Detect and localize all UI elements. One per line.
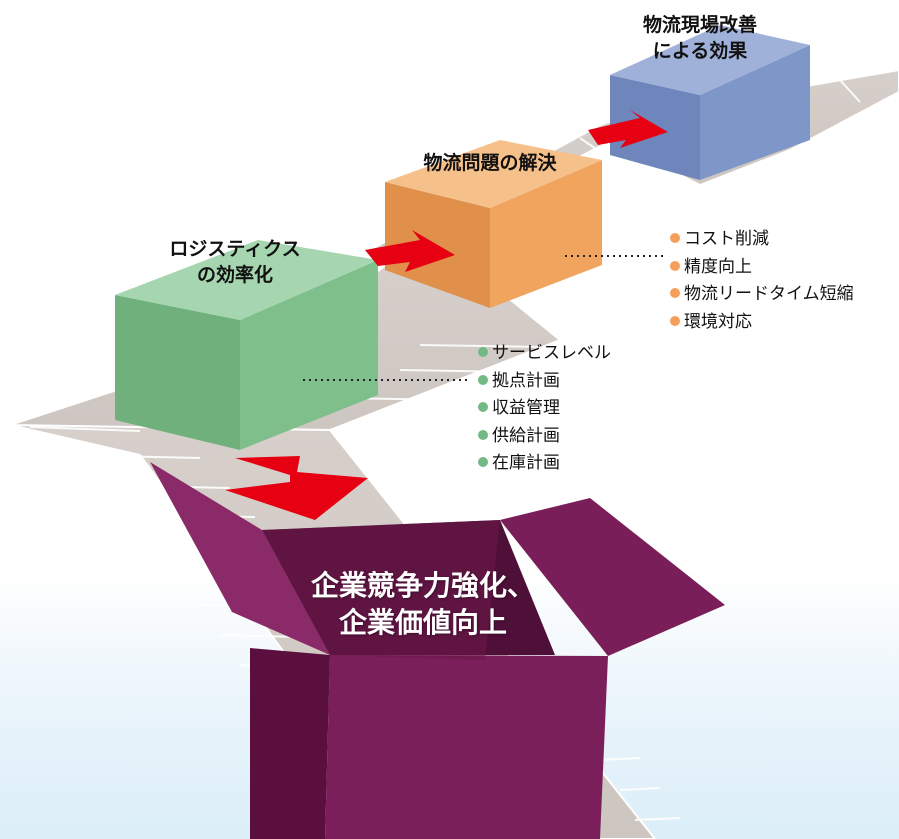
- arrow-to-stage2: [365, 230, 455, 272]
- green-bullet-icon: [478, 347, 488, 357]
- green-bullet-icon: [478, 429, 488, 440]
- purple-box: [150, 462, 725, 839]
- stage1-label-line2: による効果: [652, 40, 748, 62]
- stage1-label-line1: 物流現場改善: [642, 14, 757, 36]
- arrow-to-stage1: [588, 110, 668, 148]
- orange-bullet-icon: [670, 260, 680, 271]
- stage2-title: 物流問題の解決: [423, 152, 557, 174]
- result-line1: 企業競争力強化、: [310, 569, 535, 602]
- list-item: サービスレベル: [478, 340, 611, 368]
- stage2-label: 物流問題の解決: [395, 150, 585, 176]
- orange-benefit-list: コスト削減 精度向上 物流リードタイム短縮 環境対応: [670, 226, 854, 336]
- green-bullet-icon: [478, 402, 488, 412]
- orange-bullet-icon: [670, 315, 680, 326]
- stage3-label-line2: の効率化: [196, 264, 273, 286]
- list-item: 拠点計画: [478, 368, 611, 396]
- arrow-down-to-result: [225, 456, 368, 520]
- result-line2: 企業価値向上: [338, 606, 507, 639]
- green-bullet-icon: [478, 457, 488, 467]
- list-item: 精度向上: [670, 254, 854, 282]
- orange-bullet-icon: [670, 233, 680, 243]
- stage1-label: 物流現場改善 による効果: [600, 12, 800, 64]
- stage3-label-line1: ロジスティクス: [169, 238, 301, 260]
- stage3-label: ロジスティクス の効率化: [135, 236, 335, 288]
- orange-bullet-icon: [670, 288, 680, 298]
- blue-box: [610, 25, 810, 180]
- list-item: 供給計画: [478, 423, 611, 451]
- green-bullet-icon: [478, 374, 488, 385]
- list-item: 物流リードタイム短縮: [670, 281, 854, 309]
- result-label: 企業競争力強化、 企業価値向上: [268, 567, 578, 641]
- list-item: 在庫計画: [478, 450, 611, 478]
- green-benefit-list: サービスレベル 拠点計画 収益管理 供給計画 在庫計画: [478, 340, 611, 478]
- list-item: 環境対応: [670, 309, 854, 337]
- list-item: コスト削減: [670, 226, 854, 254]
- list-item: 収益管理: [478, 395, 611, 423]
- green-box: [115, 240, 378, 450]
